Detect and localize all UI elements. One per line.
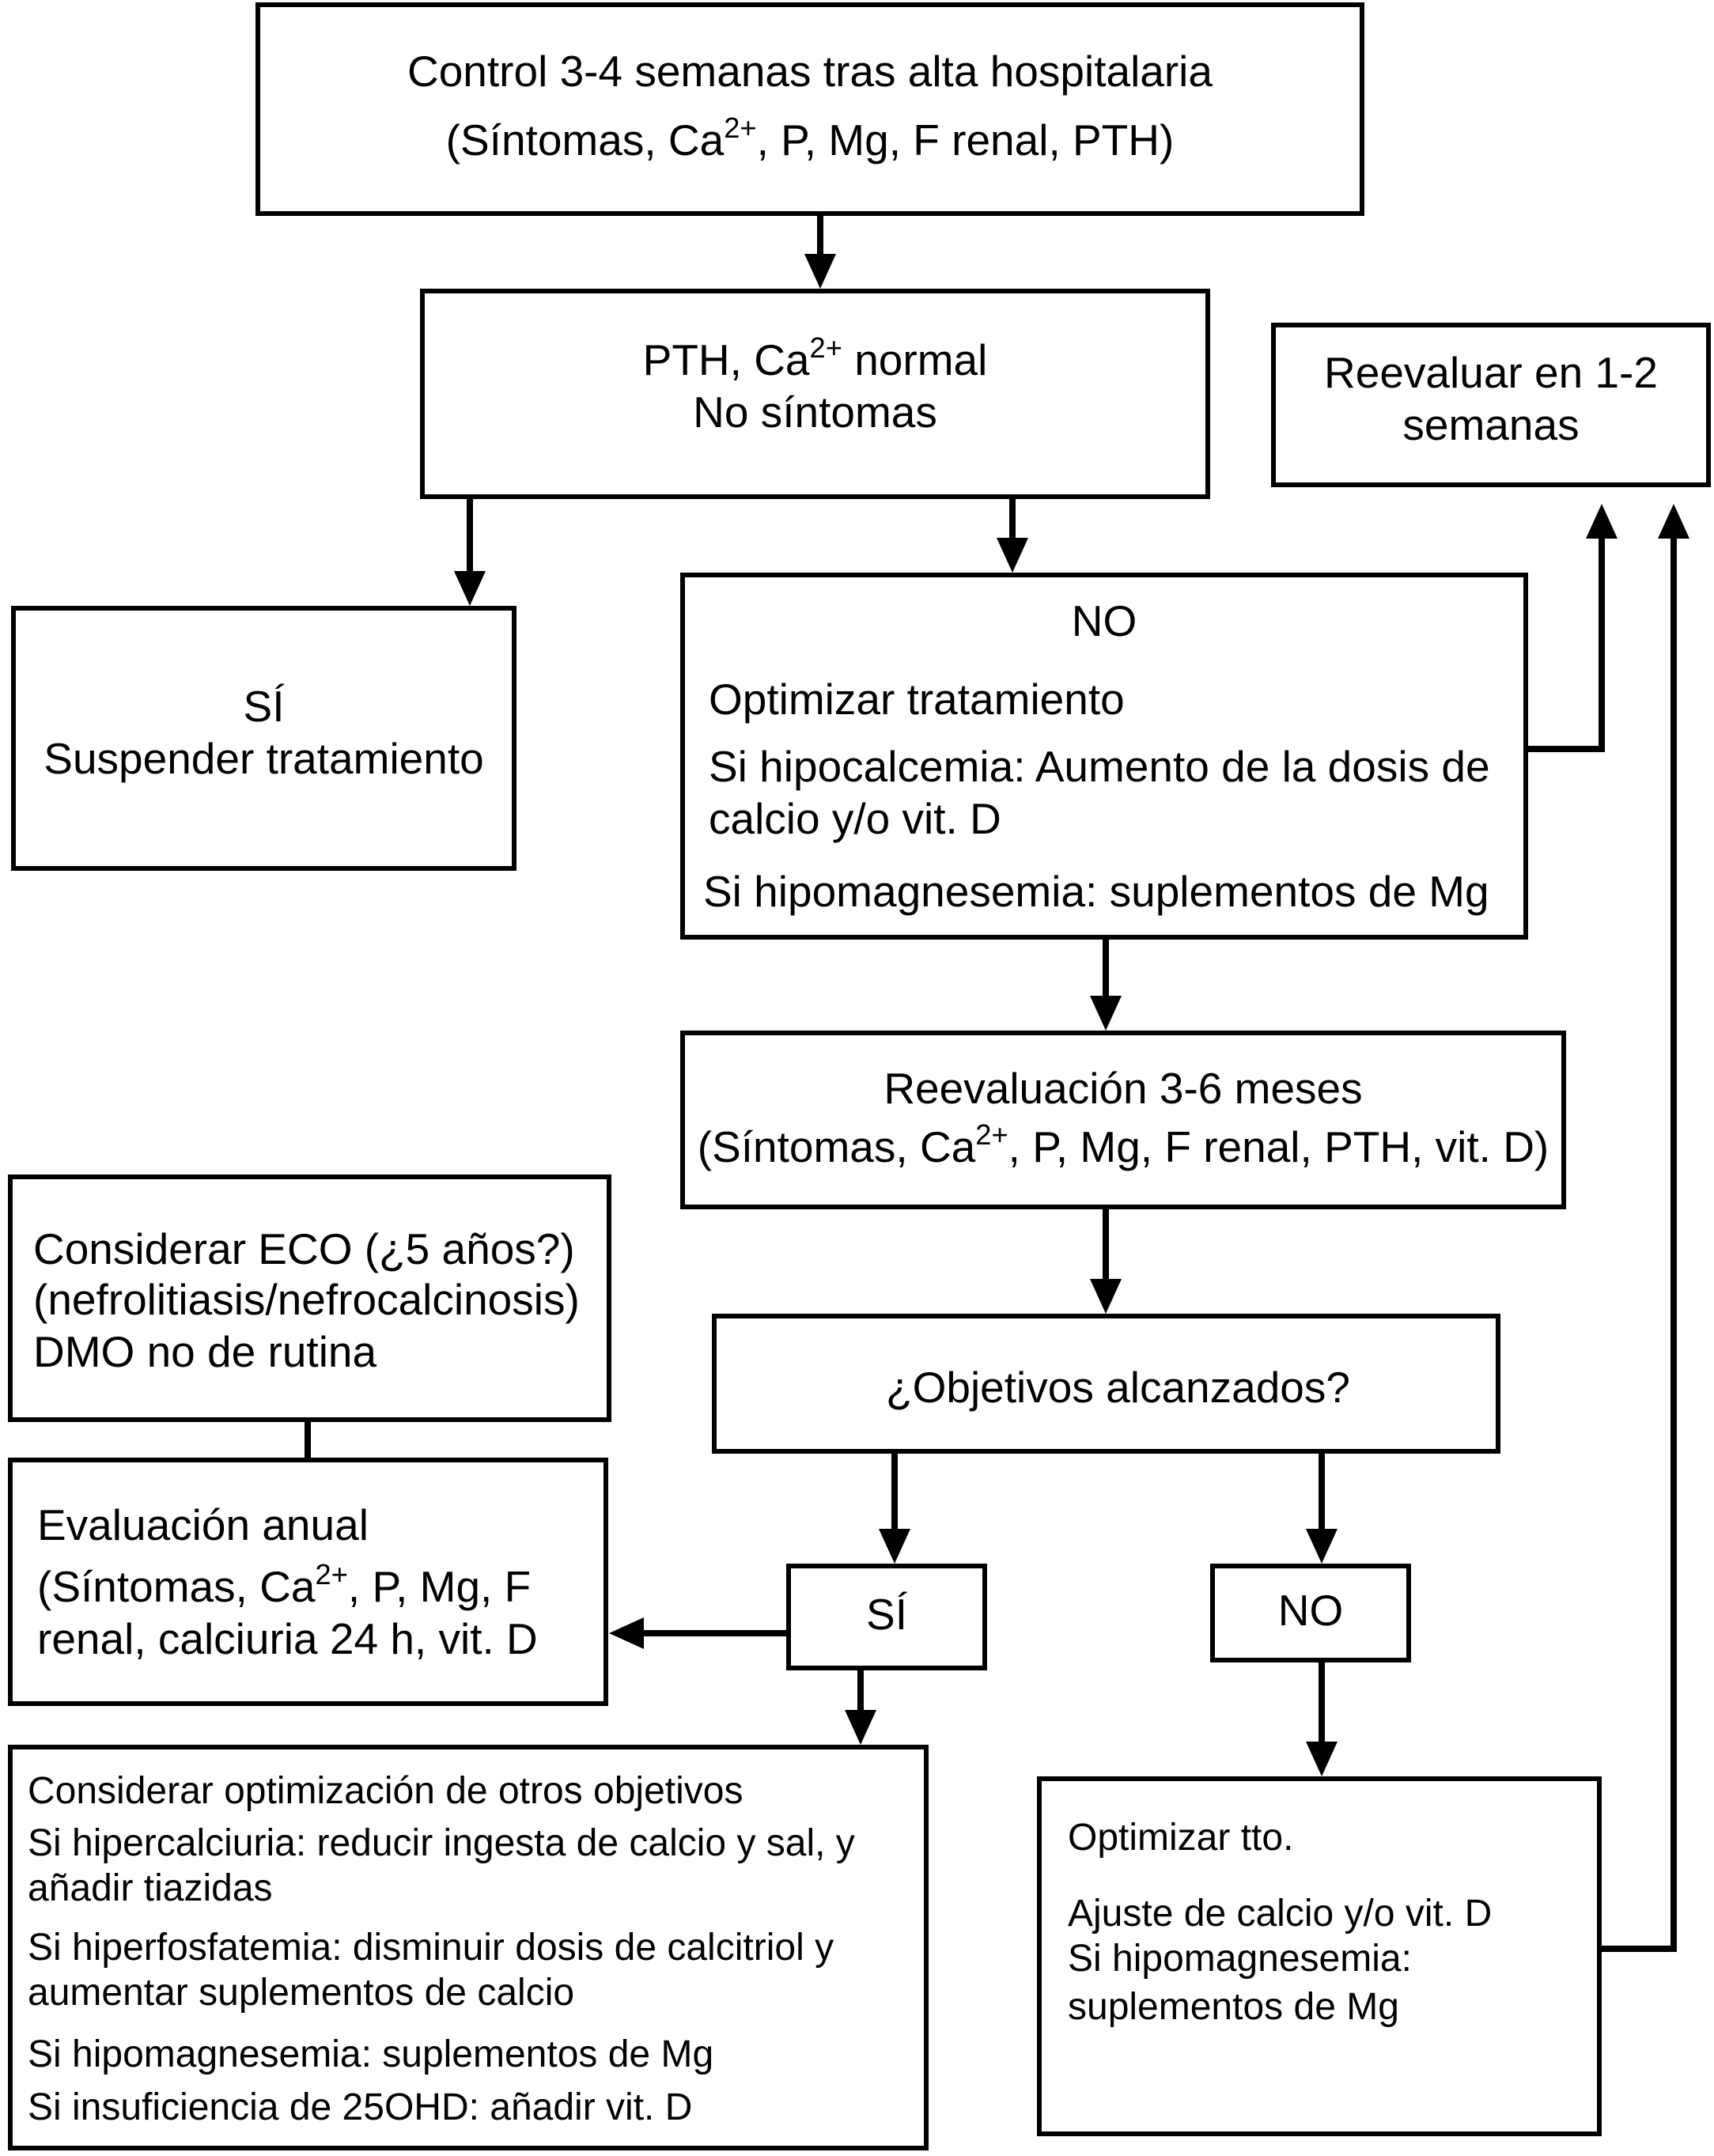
calcium-charge-superscript: 2+: [975, 1118, 1008, 1152]
reevaluation-params-text: (Síntomas, Ca: [697, 1122, 976, 1171]
calcium-charge-superscript: 2+: [315, 1558, 348, 1591]
node-yes-stop-treatment: SÍ Suspender tratamiento: [11, 606, 516, 871]
node-pth-calcium-check: PTH, Ca2+ normal No síntomas: [420, 289, 1210, 499]
annual-evaluation-title: Evaluación anual: [37, 1500, 369, 1549]
node-yes-label: SÍ: [243, 682, 285, 731]
node-optimize-tto: Optimizar tto. Ajuste de calcio y/o vit.…: [1037, 1776, 1602, 2136]
arrow-no-to-optimize-tto: [1306, 1662, 1338, 1776]
adjust-calcium-instruction: Ajuste de calcio y/o vit. D: [1068, 1893, 1493, 1935]
hyperphosphatemia-instruction-cont: aumentar suplementos de calcio: [28, 1972, 575, 2014]
hypercalciuria-instruction-cont: añadir tiazidas: [28, 1867, 273, 1909]
arrowhead: [1090, 996, 1122, 1031]
arrowhead: [1306, 1742, 1338, 1776]
node-control-post-discharge: Control 3-4 semanas tras alta hospitalar…: [255, 2, 1364, 216]
vitamin-d-insufficiency-instruction: Si insuficiencia de 25OHD: añadir vit. D: [28, 2086, 693, 2128]
control-params-text-rest: , P, Mg, F renal, PTH): [756, 115, 1175, 165]
node-stop-treatment-text: Suspender tratamiento: [44, 734, 484, 783]
arrow-reevaluation-to-goals: [1090, 1209, 1122, 1314]
arrowhead: [1306, 1529, 1338, 1564]
node-pth-calcium-condition: PTH, Ca2+ normal: [425, 334, 1205, 386]
arrow-shaft: [1528, 535, 1605, 752]
node-reevaluate-line1: Reevaluar en 1-2: [1324, 348, 1658, 397]
arrow-goals-to-no: [1306, 1454, 1338, 1564]
node-other-goals-optimization: Considerar optimización de otros objetiv…: [8, 1745, 929, 2150]
hypomagnesemia-instruction: Si hipomagnesemia: suplementos de Mg: [703, 867, 1489, 916]
arrow-no-optimize-to-reevaluate: [1528, 504, 1618, 752]
arrow-no-optimize-to-reevaluation: [1090, 940, 1122, 1031]
arrowhead: [879, 1529, 910, 1564]
control-params-text: (Síntomas, Ca: [445, 115, 725, 165]
calcium-charge-superscript: 2+: [809, 331, 842, 365]
node-no-label: NO: [1071, 596, 1137, 645]
yes-label: SÍ: [866, 1590, 907, 1639]
pth-calcium-text-rest: normal: [842, 335, 988, 384]
node-no-symptoms: No síntomas: [693, 388, 937, 437]
arrow-control-to-pth-check: [804, 216, 836, 289]
annual-evaluation-parameters-cont: renal, calciuria 24 h, vit. D: [37, 1614, 538, 1663]
arrowhead: [609, 1617, 644, 1649]
node-no-optimize-treatment: NO Optimizar tratamiento Si hipocalcemia…: [680, 573, 1528, 940]
other-goals-title: Considerar optimización de otros objetiv…: [28, 1770, 743, 1812]
hypercalciuria-instruction: Si hipercalciuria: reducir ingesta de ca…: [28, 1822, 855, 1864]
node-no: NO: [1210, 1564, 1411, 1662]
arrowhead: [804, 254, 836, 289]
arrowhead: [454, 571, 486, 606]
node-reevaluation-parameters: (Síntomas, Ca2+, P, Mg, F renal, PTH, vi…: [685, 1121, 1561, 1173]
arrow-shaft: [1602, 535, 1677, 1952]
hypocalcemia-instruction: Si hipocalcemia: Aumento de la dosis de: [709, 742, 1490, 791]
arrow-yes-to-annual-evaluation: [609, 1617, 786, 1649]
hypocalcemia-instruction-cont: calcio y/o vit. D: [709, 794, 1001, 843]
node-consider-ultrasound: Considerar ECO (¿5 años?) (nefrolitiasis…: [8, 1174, 611, 1422]
arrowhead: [1658, 504, 1689, 539]
no-label: NO: [1277, 1586, 1344, 1635]
annual-evaluation-parameters: (Síntomas, Ca2+, P, Mg, F: [37, 1560, 531, 1613]
arrowhead: [1586, 504, 1618, 539]
pth-calcium-text: PTH, Ca: [642, 335, 810, 384]
magnesium-supplements-text: suplementos de Mg: [1068, 1986, 1399, 2028]
calcium-charge-superscript: 2+: [724, 112, 757, 145]
node-annual-evaluation: Evaluación anual (Síntomas, Ca2+, P, Mg,…: [8, 1458, 608, 1706]
arrow-optimize-tto-to-reevaluate: [1602, 504, 1689, 1952]
arrowhead: [845, 1710, 876, 1745]
arrow-pth-check-to-no-optimize: [997, 499, 1028, 573]
consider-eco-text: Considerar ECO (¿5 años?): [33, 1224, 575, 1273]
node-reevaluation-3-6-months: Reevaluación 3-6 meses (Síntomas, Ca2+, …: [680, 1031, 1566, 1209]
annual-params-text: (Síntomas, Ca: [37, 1562, 316, 1611]
node-yes: SÍ: [786, 1564, 987, 1670]
optimize-tto-title: Optimizar tto.: [1068, 1817, 1294, 1859]
arrow-pth-check-to-yes-stop: [454, 499, 486, 606]
nephrolithiasis-text: (nefrolitiasis/nefrocalcinosis): [33, 1275, 580, 1324]
node-reevaluate-1-2-weeks: Reevaluar en 1-2 semanas: [1271, 323, 1711, 487]
optimize-treatment-text: Optimizar tratamiento: [709, 675, 1125, 724]
node-control-title: Control 3-4 semanas tras alta hospitalar…: [407, 47, 1213, 96]
annual-params-text-rest: , P, Mg, F: [347, 1562, 532, 1611]
arrowhead: [1090, 1279, 1122, 1314]
arrow-goals-to-yes: [879, 1454, 910, 1564]
node-goals-achieved-question: ¿Objetivos alcanzados?: [712, 1314, 1500, 1454]
hypomagnesemia-instruction: Si hipomagnesemia: suplementos de Mg: [28, 2033, 714, 2075]
reevaluation-params-text-rest: , P, Mg, F renal, PTH, vit. D): [1008, 1122, 1549, 1171]
node-reevaluate-line2: semanas: [1402, 400, 1580, 449]
goals-achieved-text: ¿Objetivos alcanzados?: [886, 1363, 1350, 1412]
node-reevaluation-title: Reevaluación 3-6 meses: [883, 1064, 1363, 1113]
hypomagnesemia-label: Si hipomagnesemia:: [1068, 1938, 1412, 1980]
arrow-yes-to-other-goals: [845, 1670, 876, 1745]
dmo-text: DMO no de rutina: [33, 1327, 377, 1376]
node-control-parameters: (Síntomas, Ca2+, P, Mg, F renal, PTH): [260, 114, 1360, 166]
hyperphosphatemia-instruction: Si hiperfosfatemia: disminuir dosis de c…: [28, 1927, 834, 1969]
arrowhead: [997, 538, 1028, 573]
